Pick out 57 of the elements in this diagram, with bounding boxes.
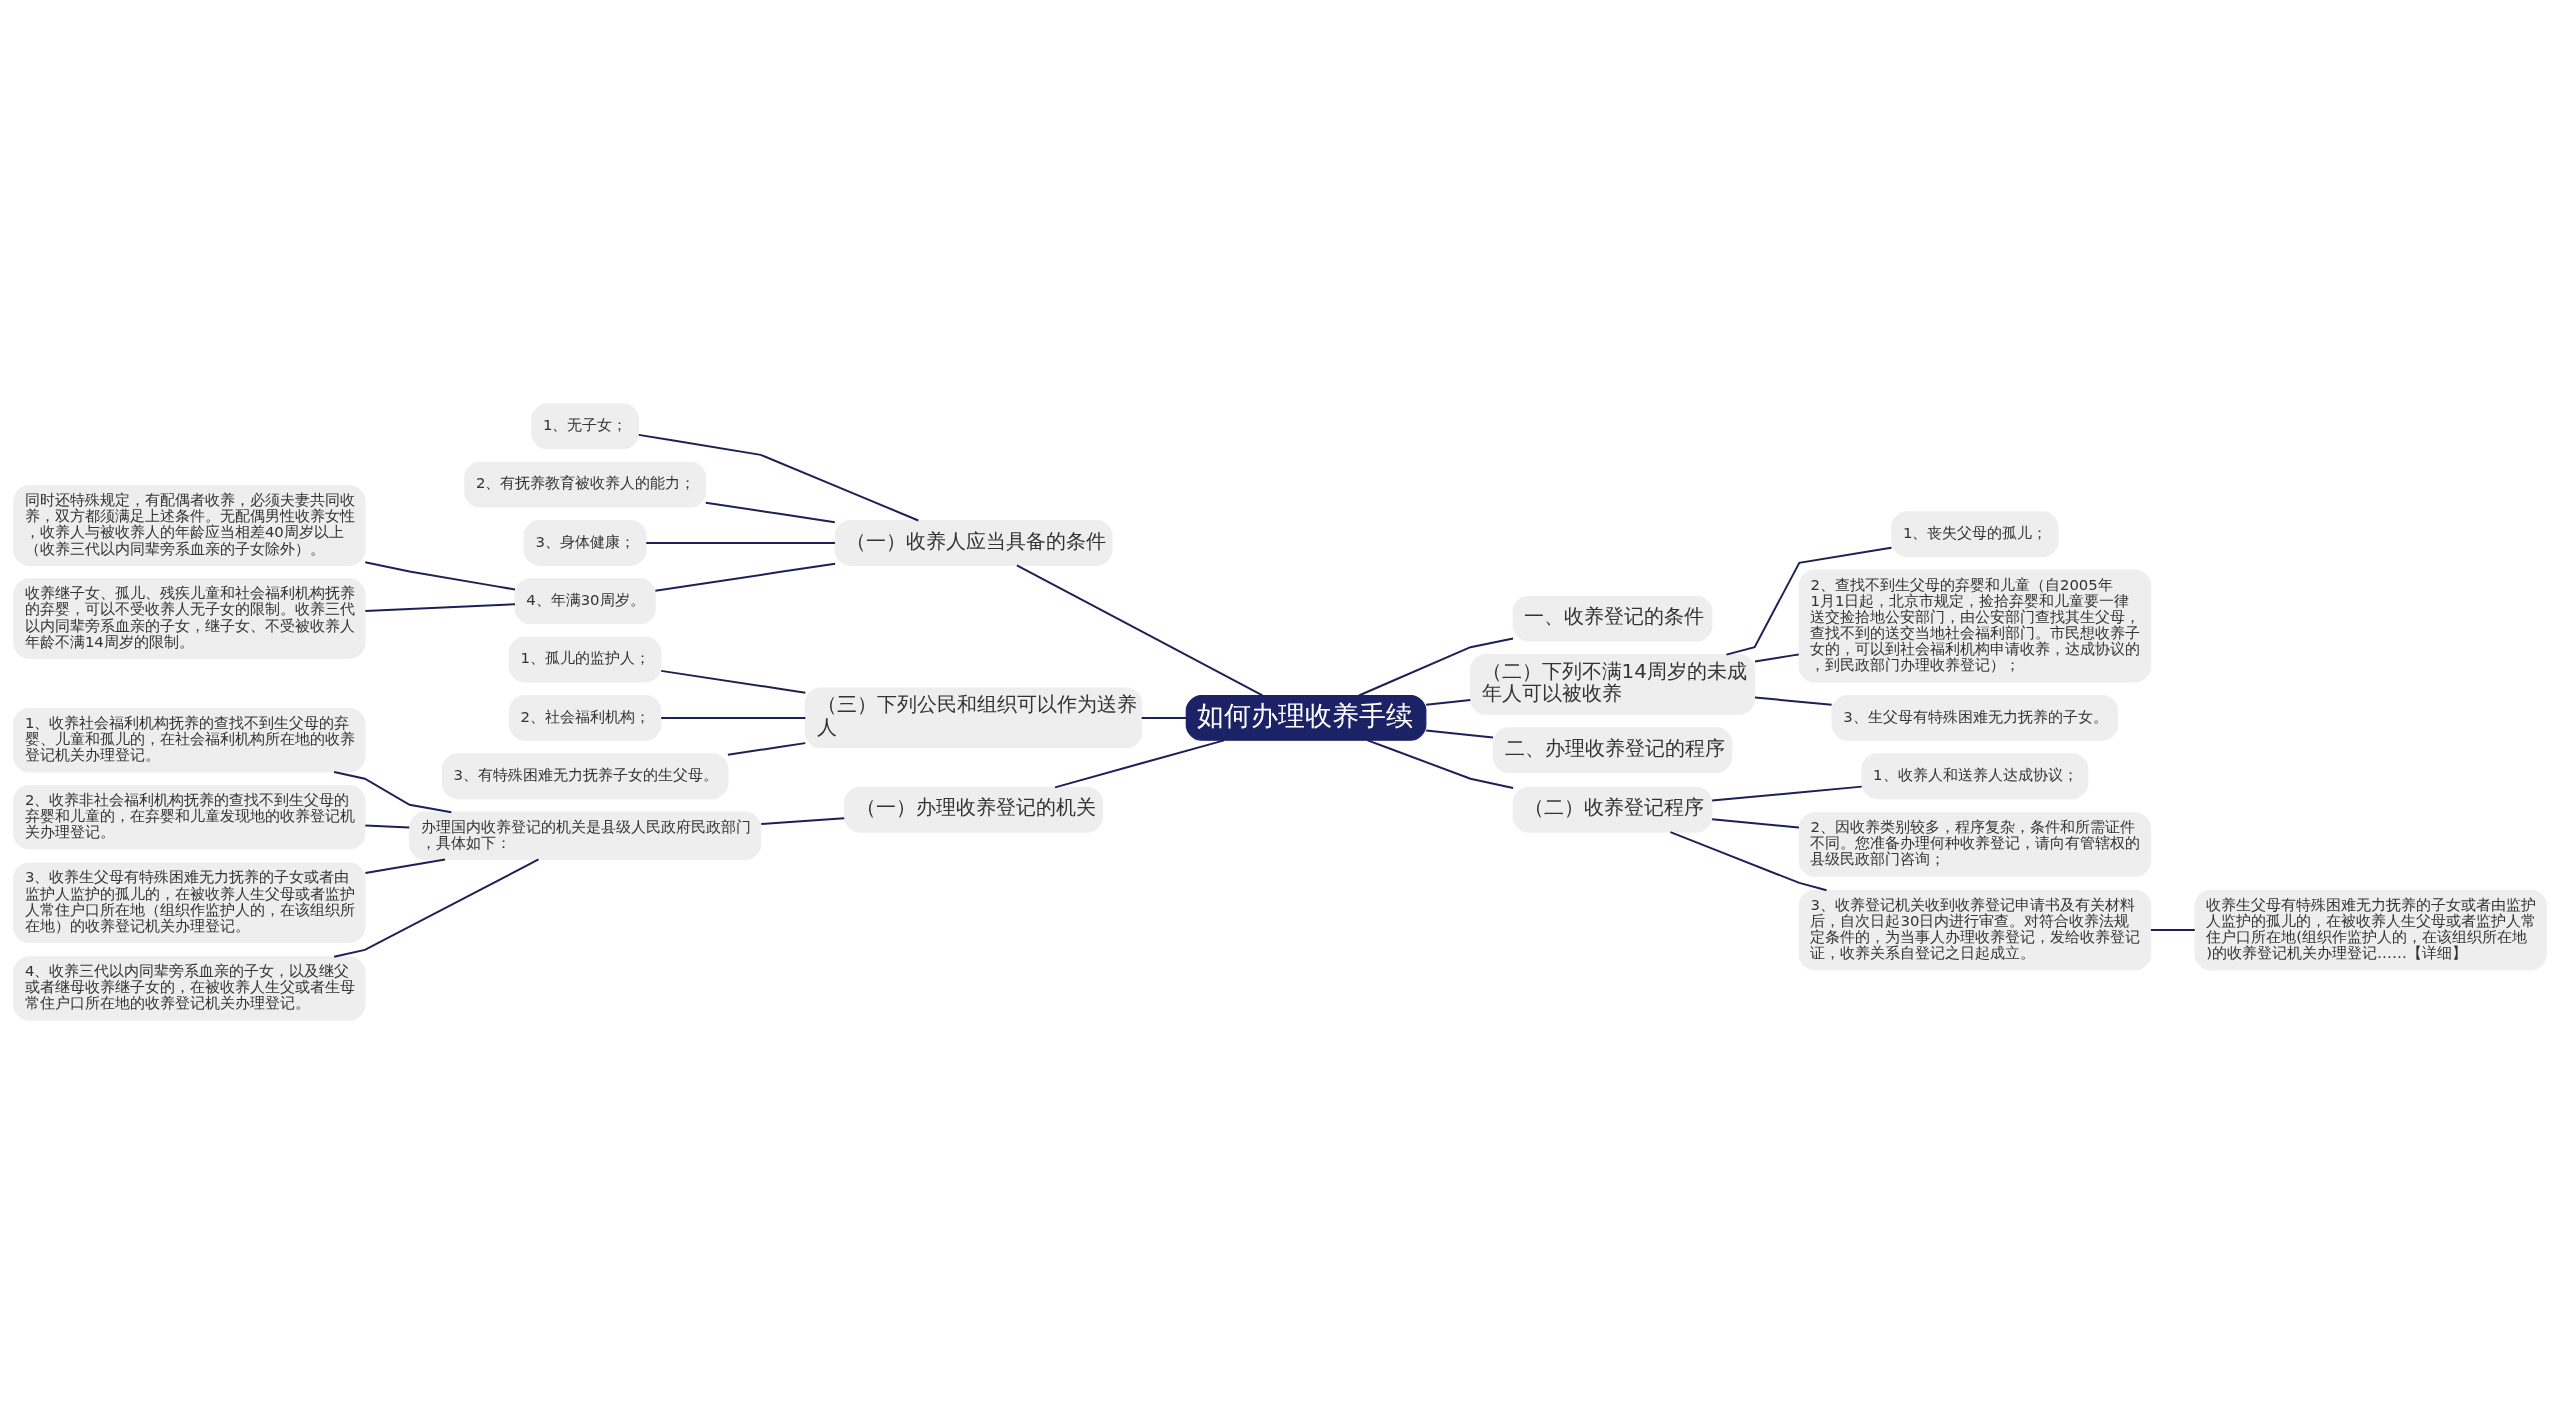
connector	[654, 562, 837, 592]
connector	[660, 716, 807, 719]
node-box: （一）收养人应当具备的条件	[834, 520, 1113, 566]
connector	[364, 561, 516, 591]
connector	[364, 603, 516, 612]
node-box: 1、收养社会福利机构抚养的查找不到生父母的弃婴、儿童和孤儿的，在社会福利机构所在地的收养登记机关办理登记。	[13, 707, 366, 773]
connector	[1711, 785, 1863, 802]
node-box: 办理国内收养登记的机关是县级人民政府民政部门，具体如下：	[408, 811, 762, 860]
connector	[1425, 729, 1495, 739]
connector	[660, 669, 807, 694]
connector	[333, 770, 453, 814]
connector	[1753, 653, 1800, 663]
connector	[1425, 698, 1472, 706]
node-box: 同时还特殊规定，有配偶者收养，必须夫妻共同收养，双方都须满足上述条件。无配偶男性收养女性，收养人与被收养人的年龄应当相差40周岁以上（收养三代以内同辈旁系血亲的子女除外）。	[13, 485, 366, 566]
node-box: 3、身体健康；	[523, 520, 647, 566]
connector	[637, 433, 920, 522]
connector	[1357, 637, 1515, 697]
connector	[1366, 739, 1515, 790]
connector	[1753, 696, 1833, 706]
connector	[333, 858, 540, 958]
node-box: 2、因收养类别较多，程序复杂，条件和所需证件不同。您准备办理何种收养登记，请向有管辖权的县级民政部门咨询；	[1798, 812, 2152, 877]
connector	[760, 817, 846, 825]
node-box: 2、社会福利机构；	[508, 694, 662, 741]
connector	[1015, 564, 1264, 697]
node-box: 3、有特殊困难无力抚养子女的生父母。	[441, 753, 729, 800]
node-box: 收养继子女、孤儿、残疾儿童和社会福利机构抚养的弃婴，可以不受收养人无子女的限制。收养三代以内同辈旁系血亲的子女，继子女、不受被收养人年龄不满14周岁的限制。	[13, 578, 366, 659]
node-box: 1、孤儿的监护人；	[508, 636, 662, 683]
node-box: 收养生父母有特殊困难无力抚养的子女或者由监护人监护的孤儿的，在被收养人生父母或者监护人常住户口所在地(组织作监护人的，在该组织所在地)的收养登记机关办理登记……【详细】	[2194, 889, 2547, 971]
connector	[1054, 739, 1226, 789]
connector	[1669, 831, 1828, 892]
node-box: 二、办理收养登记的程序	[1492, 727, 1733, 774]
node-box: 1、无子女；	[531, 403, 640, 450]
node-box: 4、收养三代以内同辈旁系血亲的子女，以及继父或者继母收养继子女的，在被收养人生父或者生母常住户口所在地的收养登记机关办理登记。	[13, 956, 366, 1021]
connector	[645, 541, 836, 544]
node-box: 4、年满30周岁。	[514, 578, 656, 625]
node-box: 1、收养人和送养人达成协议；	[1861, 753, 2089, 800]
node-box: 3、收养登记机关收到收养登记申请书及有关材料后，自次日起30日内进行审查。对符合收养法规定条件的，为当事人办理收养登记，发给收养登记证，收养关系自登记之日起成立。	[1798, 889, 2152, 971]
connector	[1725, 546, 1893, 656]
node-box: 3、收养生父母有特殊困难无力抚养的子女或者由监护人监护的孤儿的，在被收养人生父母或者监护人常住户口所在地（组织作监护人的，在该组织所在地）的收养登记机关办理登记。	[13, 862, 366, 944]
node-box: 一、收养登记的条件	[1512, 595, 1713, 642]
connector	[704, 501, 836, 524]
node-box: 1、丧失父母的孤儿；	[1891, 511, 2059, 558]
connector	[2149, 929, 2196, 932]
node-box: （一）办理收养登记的机关	[843, 786, 1104, 833]
node-box: （二）收养登记程序	[1512, 786, 1713, 833]
node-box: 2、有抚养教育被收养人的能力；	[464, 461, 707, 508]
node-box: （三）下列公民和组织可以作为送养人	[804, 687, 1143, 749]
connector	[1711, 818, 1800, 829]
connector	[364, 858, 446, 874]
connector	[1140, 716, 1188, 719]
node-box: 如何办理收养手续	[1185, 694, 1427, 741]
node-box: （二）下列不满14周岁的未成年人可以被收养	[1469, 654, 1756, 715]
connector	[364, 824, 411, 829]
connector	[726, 742, 807, 756]
node-box: 2、查找不到生父母的弃婴和儿童（自2005年1月1日起，北京市规定，捡拾弃婴和儿童要一律送交捡拾地公安部门，由公安部门查找其生父母，查找不到的送交当地社会福利部门。市民想收养子女的，可以到社会福利机构申请收养，达成协议的，到民政部门办理收养登记）；	[1798, 569, 2152, 683]
node-box: 2、收养非社会福利机构抚养的查找不到生父母的弃婴和儿童的，在弃婴和儿童发现地的收养登记机关办理登记。	[13, 784, 366, 850]
node-box: 3、生父母有特殊困难无力抚养的子女。	[1831, 694, 2119, 741]
